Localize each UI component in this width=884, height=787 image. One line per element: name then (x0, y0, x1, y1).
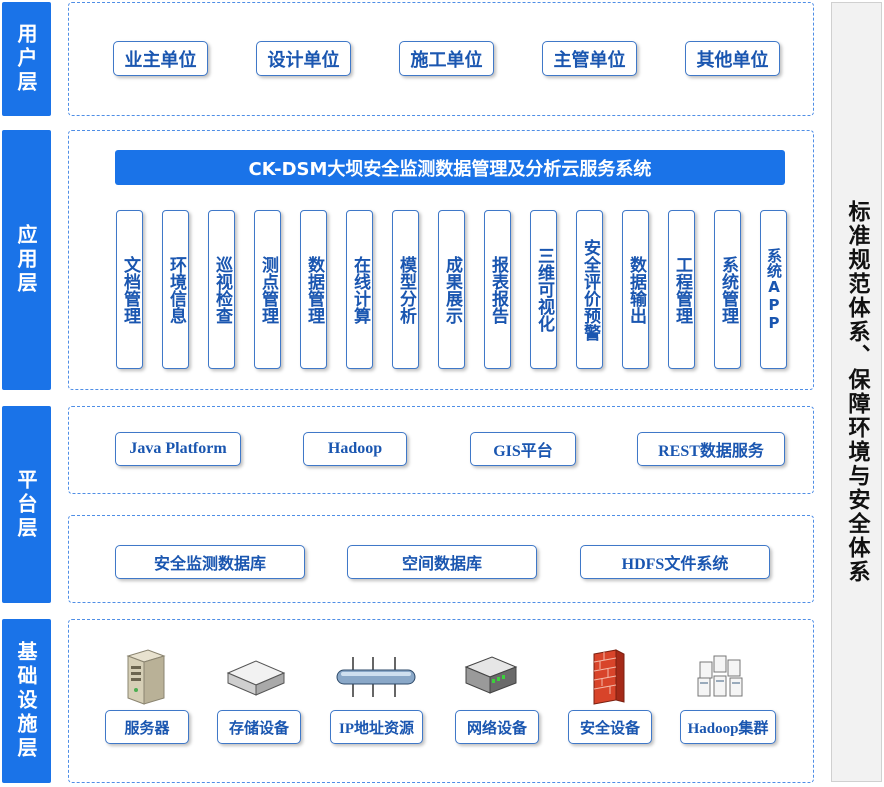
infra-security: 安全设备 (568, 710, 652, 744)
firewall-icon (593, 649, 625, 705)
ip-pipe-icon (336, 657, 416, 697)
app-module-documents: 文档管理 (116, 210, 143, 369)
platform-java: Java Platform (115, 432, 241, 466)
layer-label-app: 应用层 (2, 130, 51, 390)
data-layer-box (68, 515, 814, 603)
app-module-online-calc: 在线计算 (346, 210, 373, 369)
user-unit-construction: 施工单位 (399, 41, 494, 76)
platform-gis: GIS平台 (470, 432, 576, 466)
infra-ip: IP地址资源 (330, 710, 423, 744)
app-module-project: 工程管理 (668, 210, 695, 369)
standards-security-panel: 标准规范体系、保障环境与安全体系 (831, 2, 882, 782)
app-module-points: 测点管理 (254, 210, 281, 369)
app-module-inspection: 巡视检查 (208, 210, 235, 369)
app-module-safety: 安全评价预警 (576, 210, 603, 369)
data-safety-db: 安全监测数据库 (115, 545, 305, 579)
infra-layer-box (68, 619, 814, 783)
platform-rest: REST数据服务 (637, 432, 785, 466)
user-layer-box (68, 2, 814, 116)
server-icon (126, 649, 166, 705)
app-module-data: 数据管理 (300, 210, 327, 369)
user-unit-design: 设计单位 (256, 41, 351, 76)
app-module-reports: 报表报告 (484, 210, 511, 369)
infra-server: 服务器 (105, 710, 189, 744)
app-module-results: 成果展示 (438, 210, 465, 369)
app-system-title: CK-DSM大坝安全监测数据管理及分析云服务系统 (115, 150, 785, 185)
storage-icon (226, 660, 286, 696)
user-unit-owner: 业主单位 (113, 41, 208, 76)
data-spatial-db: 空间数据库 (347, 545, 537, 579)
cluster-icon (697, 655, 743, 697)
platform-layer-box (68, 406, 814, 494)
app-module-system: 系统管理 (714, 210, 741, 369)
layer-label-infra: 基础设施层 (2, 619, 51, 783)
infra-network: 网络设备 (455, 710, 539, 744)
app-module-model: 模型分析 (392, 210, 419, 369)
app-module-environment: 环境信息 (162, 210, 189, 369)
app-layer-box (68, 130, 814, 390)
layer-label-user: 用户层 (2, 2, 51, 116)
data-hdfs: HDFS文件系统 (580, 545, 770, 579)
app-module-output: 数据输出 (622, 210, 649, 369)
user-unit-authority: 主管单位 (542, 41, 637, 76)
network-switch-icon (464, 656, 518, 694)
layer-label-platform: 平台层 (2, 406, 51, 603)
user-unit-other: 其他单位 (685, 41, 780, 76)
infra-storage: 存储设备 (217, 710, 301, 744)
app-module-app: 系统APP (760, 210, 787, 369)
platform-hadoop: Hadoop (303, 432, 407, 466)
infra-hadoop-cluster: Hadoop集群 (680, 710, 776, 744)
app-module-3d: 三维可视化 (530, 210, 557, 369)
